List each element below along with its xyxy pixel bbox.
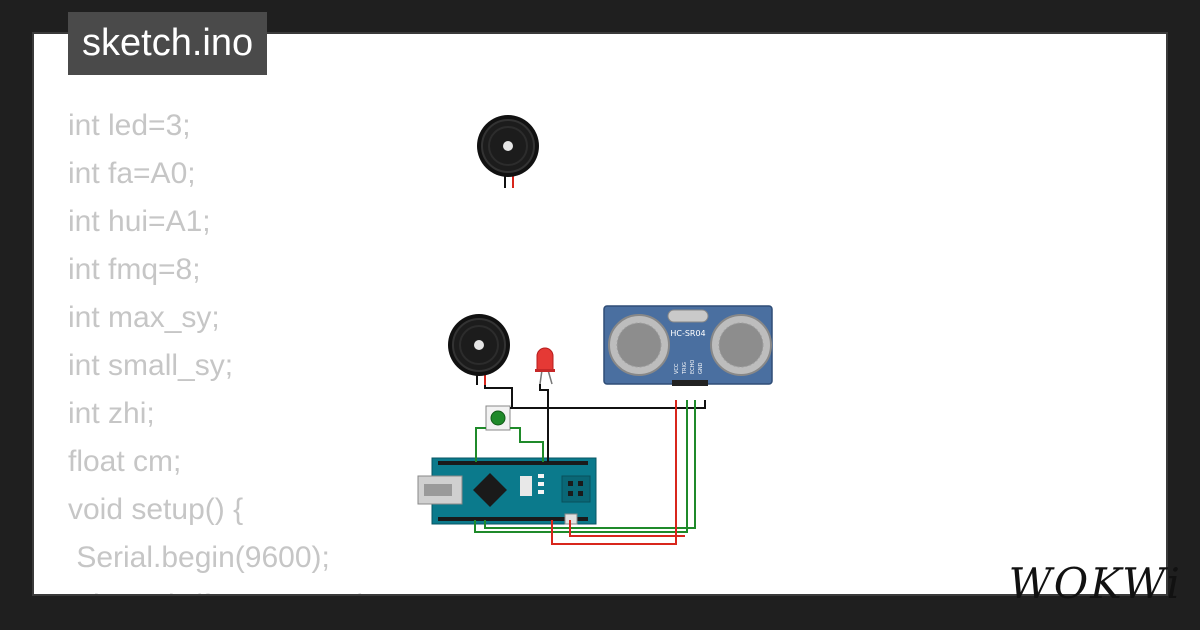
code-line: int max_sy; [68,301,220,334]
sensor-pin-label: GND [698,362,704,374]
pushbutton [485,405,511,431]
wires [474,384,706,545]
wokwi-logo: WOKWi [1008,559,1182,608]
transducer-left [608,314,670,376]
code-line: int fmq=8; [68,253,201,286]
file-name-tab: sketch.ino [68,12,268,75]
buzzer-bottom [448,314,510,385]
sensor-pin-label: ECHO [690,360,696,374]
preview-card: int led=3; int fa=A0; int hui=A1; int fm… [34,34,1166,594]
sensor-pin-label: VCC [674,363,680,374]
code-line: int small_sy; [68,349,234,382]
code-line: pinMode(fa,OUTPUT); [68,584,376,594]
sensor-pin-label: TRIG [682,362,688,375]
buzzer-top [477,115,539,188]
code-line: int led=3; [68,109,191,142]
code-line: void setup() { [68,493,244,526]
sensor-label: HC-SR04 [670,329,705,338]
code-line: Serial.begin(9600); [68,541,330,574]
code-preview: int led=3; int fa=A0; int hui=A1; int fm… [68,104,376,594]
code-line: int fa=A0; [68,157,196,190]
ultrasonic-sensor: HC-SR04 VCC TRIG ECHO GND [603,305,773,386]
red-led [535,347,555,385]
code-line: int hui=A1; [68,205,211,238]
arduino-nano-board [417,457,597,525]
code-line: float cm; [68,445,182,478]
code-line: int zhi; [68,397,155,430]
transducer-right [710,314,772,376]
